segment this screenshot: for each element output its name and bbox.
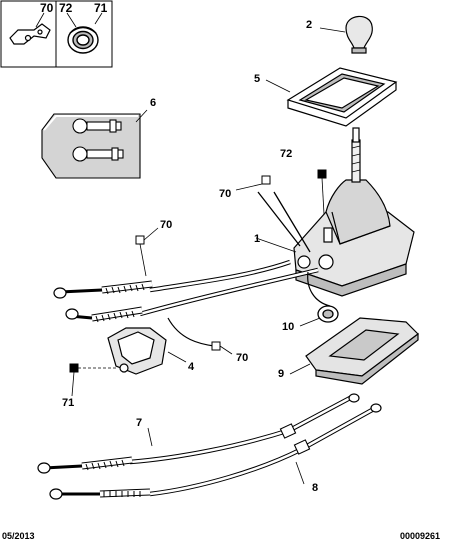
callout-70-left: 70: [160, 219, 173, 231]
gaiter-frame-5-drawing: [265, 67, 398, 127]
marker-71-filled: [69, 363, 79, 373]
callout-10: 10: [282, 321, 295, 333]
callout-70-lower: 70: [236, 352, 249, 364]
callout-markers: [69, 169, 327, 397]
callout-5: 5: [254, 73, 261, 85]
marker-70-open-left: [135, 235, 145, 245]
footer-reference-number: 00009261: [400, 531, 441, 541]
footer-date: 05/2013: [2, 531, 35, 541]
gear-knob-2-drawing: [319, 15, 373, 54]
cover-plate-9-drawing: [289, 317, 419, 385]
lower-cable-pair-drawing: [37, 393, 382, 500]
callout-9: 9: [278, 368, 285, 380]
grommet-10-drawing: [299, 305, 339, 327]
legend-label-72: 72: [59, 1, 73, 15]
callout-6: 6: [150, 97, 157, 109]
gear-lever-housing-1-drawing: [255, 127, 415, 297]
upper-cable-pair-drawing: [53, 191, 331, 347]
cable-bracket-4-drawing: [107, 327, 187, 375]
callout-7: 7: [136, 417, 143, 429]
callout-70-upper: 70: [219, 188, 232, 200]
callout-4: 4: [188, 361, 195, 373]
callout-8: 8: [312, 482, 319, 494]
marker-70-open-lower: [211, 341, 221, 351]
callout-72: 72: [280, 148, 293, 160]
marker-70-open-upper: [261, 175, 271, 185]
bolt-kit-6-drawing: [41, 109, 148, 179]
legend-clip-70-drawing: [9, 23, 51, 45]
legend-label-70: 70: [40, 1, 54, 15]
legend-grommet-72-71-drawing: [67, 26, 99, 54]
callout-2: 2: [306, 19, 313, 31]
legend-label-71: 71: [94, 1, 108, 15]
legend-box: [0, 0, 113, 68]
callout-1: 1: [254, 233, 261, 245]
callout-71: 71: [62, 397, 75, 409]
marker-72-filled: [317, 169, 327, 179]
